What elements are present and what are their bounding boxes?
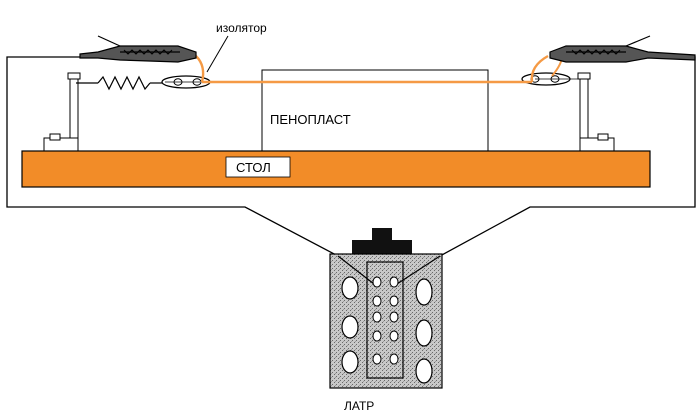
latr-knob-base [352,240,412,254]
right-support [577,72,615,152]
cutting-wire [195,54,563,84]
right-alligator-clip-icon [549,35,696,63]
foam-label: ПЕНОПЛАСТ [270,112,351,127]
table-label: СТОЛ [236,160,271,175]
foam-block [261,69,489,152]
insulator-pointer [206,35,229,73]
spring-icon [76,75,164,91]
insulator-label: изолятор [216,21,267,35]
left-insulator-icon [161,75,211,89]
latr-variac-icon [329,228,443,389]
table-top [21,150,651,188]
table-label-box [225,156,291,178]
left-support [43,72,81,152]
latr-label: ЛАТР [344,399,374,413]
latr-knob-top [372,228,392,242]
left-alligator-clip-icon [79,35,197,63]
